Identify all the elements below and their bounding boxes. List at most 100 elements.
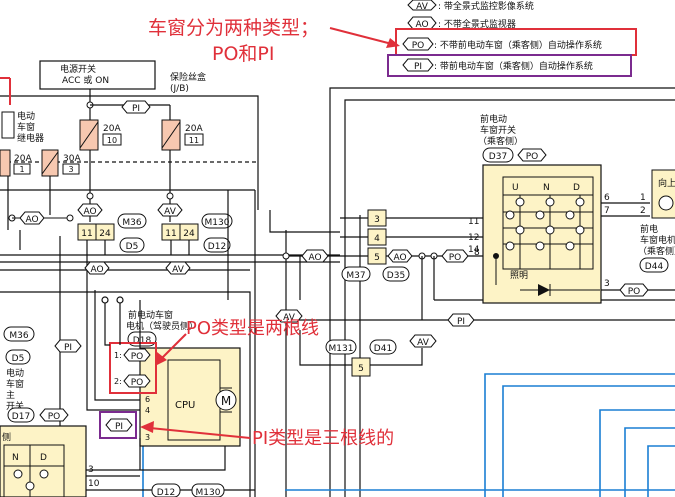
motor-symbol: M — [221, 394, 231, 408]
av-tag-lower-2: AV — [417, 338, 430, 348]
passenger-switch-title-2: 车窗开关 — [480, 124, 516, 136]
legend-av-desc: : 带全景式监控影像系统 — [438, 0, 534, 12]
fuse-box-label-1: 保险丝盒 — [170, 71, 206, 83]
connector-d37: D37 — [489, 152, 507, 162]
annotation-window-types-line1: 车窗分为两种类型； — [148, 17, 319, 39]
wire-11: 11 — [468, 217, 479, 227]
legend-av-code: AV — [416, 2, 429, 12]
passenger-motor-up-label: 向上 — [658, 177, 675, 189]
passenger-switch-body — [482, 164, 602, 304]
relay-label-2: 车窗 — [17, 121, 35, 133]
connector-d35: D35 — [387, 271, 405, 281]
cpu-label: CPU — [175, 400, 195, 411]
fuse-box-label-2: (J/B) — [170, 84, 189, 94]
legend-pi-desc: : 带前电动车窗（乘客侧）自动操作系统 — [434, 60, 593, 72]
relay-label-3: 继电器 — [17, 132, 44, 144]
pi-tag-left: PI — [64, 343, 72, 353]
fuse-20a-left-label: 20A — [14, 154, 32, 164]
relay-coil — [1, 111, 15, 139]
po-pin-2: PO — [131, 378, 144, 388]
power-switch-label-1: 电源开关 — [60, 63, 96, 75]
master-col-n: N — [12, 453, 19, 463]
power-source-section: 电源开关 ACC 或 ON 保险丝盒 (J/B) 电动 车窗 继电器 20A 1… — [0, 60, 259, 230]
passenger-switch: 前电动 车窗开关 （乘客侧） D37 PO U N D — [474, 113, 675, 304]
illumination-label: 照明 — [510, 270, 528, 281]
connector-d17: D17 — [12, 412, 30, 422]
fuse-20a-10-label: 20A — [103, 124, 121, 134]
fuse-20a-left — [0, 149, 11, 177]
po-pin-1-num: 1: — [114, 351, 122, 360]
ao-tag-mid: AO — [83, 207, 96, 217]
po-tag-right: PO — [628, 287, 641, 297]
pi-pins-highlight — [99, 411, 137, 439]
passenger-switch-title-1: 前电动 — [480, 113, 507, 125]
ao-tag-connector: AO — [308, 253, 321, 263]
master-pin-10: 10 — [88, 479, 100, 489]
passenger-motor-desc-3: （乘客侧） — [638, 245, 675, 257]
pin-24-b: 24 — [183, 229, 195, 239]
col-d: D — [573, 183, 580, 193]
legend-ao-code: AO — [415, 20, 428, 30]
ao-tag-left: AO — [25, 215, 38, 225]
po-pin-1: PO — [131, 352, 144, 362]
ao-tag-mid-2: AO — [90, 265, 103, 275]
sw-pin-7: 7 — [604, 206, 610, 216]
motor-pin-1: 1 — [640, 193, 646, 203]
junction-connector: 3 4 5 AO M37 D35 AO PO 11 12 14 — [280, 209, 675, 321]
master-col-d: D — [40, 453, 47, 463]
master-switch-partial: 侧 — [2, 431, 11, 443]
annotation-arrow-po — [155, 333, 187, 366]
connector-d12-bottom: D12 — [157, 488, 175, 497]
connector-d5: D5 — [126, 242, 139, 252]
po-pin-2-num: 2: — [114, 377, 122, 386]
pi-tag-connector: PI — [457, 317, 465, 327]
master-switch-body — [0, 425, 87, 497]
pi-tag-motor: PI — [115, 422, 123, 432]
po-tag-d17: PO — [48, 412, 61, 422]
master-switch: PI M36 D5 电动 车窗 主 开关 D17 PO 侧 N D 3 10 D… — [0, 326, 255, 497]
connector-m36-d5: 11 24 M36 D5 — [77, 213, 147, 253]
wire-12: 12 — [468, 233, 479, 243]
fuse-20a-11-num: 11 — [189, 136, 199, 145]
power-switch-label-2: ACC 或 ON — [62, 74, 109, 86]
variant-tags-upper: AO AV AO — [0, 189, 256, 497]
connector-m130-bottom: M130 — [196, 488, 221, 497]
col-n: N — [543, 183, 550, 193]
passenger-motor-partial: 向上 1 2 前电 车窗电机 （乘客侧） D44 — [638, 169, 675, 273]
annotation-arrow-pi — [140, 421, 251, 439]
connector-m37: M37 — [346, 271, 365, 281]
legend-pi-code: PI — [414, 62, 422, 72]
junction-pin-3: 3 — [374, 215, 380, 225]
connector-d44: D44 — [645, 262, 664, 272]
connector-d41: D41 — [374, 344, 392, 354]
legend-pi-highlight — [387, 54, 632, 77]
fuse-20a-10-num: 10 — [107, 136, 117, 145]
master-switch-label-3: 主 — [6, 389, 15, 401]
junction-pin-4: 4 — [374, 234, 380, 244]
legend-po-desc: : 不带前电动车窗（乘客侧）自动操作系统 — [434, 39, 602, 51]
annotation-po-note: PO类型是两根线 — [186, 318, 319, 339]
legend: AV : 带全景式监控影像系统 AO : 不带全景式监视器 PO : 不带前电动… — [387, 0, 637, 77]
annotation-pi-note: PI类型是三根线的 — [252, 428, 394, 449]
legend-ao-desc: : 不带全景式监视器 — [438, 18, 516, 30]
av-tag-mid: AV — [164, 207, 177, 217]
passenger-motor-desc-1: 前电 — [640, 223, 658, 235]
motor-pin-3: 3 — [145, 433, 150, 442]
master-pin-3: 3 — [88, 465, 94, 475]
motor-pin-4: 4 — [145, 406, 150, 415]
connector-d18: D18 — [133, 336, 152, 346]
driver-motor: 前电动车窗 电机（驾驶员侧） D18 CPU M 1: PO 2: PO 6 4… — [0, 290, 251, 497]
sw-pin-8: 8 — [474, 248, 480, 258]
relay-label-1: 电动 — [17, 110, 35, 122]
fuse-20a-11-label: 20A — [185, 124, 203, 134]
legend-po-code: PO — [412, 41, 425, 51]
pi-tag-top-hex — [121, 100, 151, 114]
connector-m130-d12: 11 24 M130 D12 — [161, 213, 233, 253]
connector-d5-left: D5 — [12, 354, 25, 364]
po-pins-highlight — [109, 342, 157, 394]
pin-24-a: 24 — [99, 229, 111, 239]
pi-tag-top: PI — [132, 104, 140, 114]
connector-m36-left: M36 — [9, 331, 28, 341]
fuse-20a-left-num: 1 — [19, 165, 24, 174]
connector-d12: D12 — [208, 242, 226, 252]
